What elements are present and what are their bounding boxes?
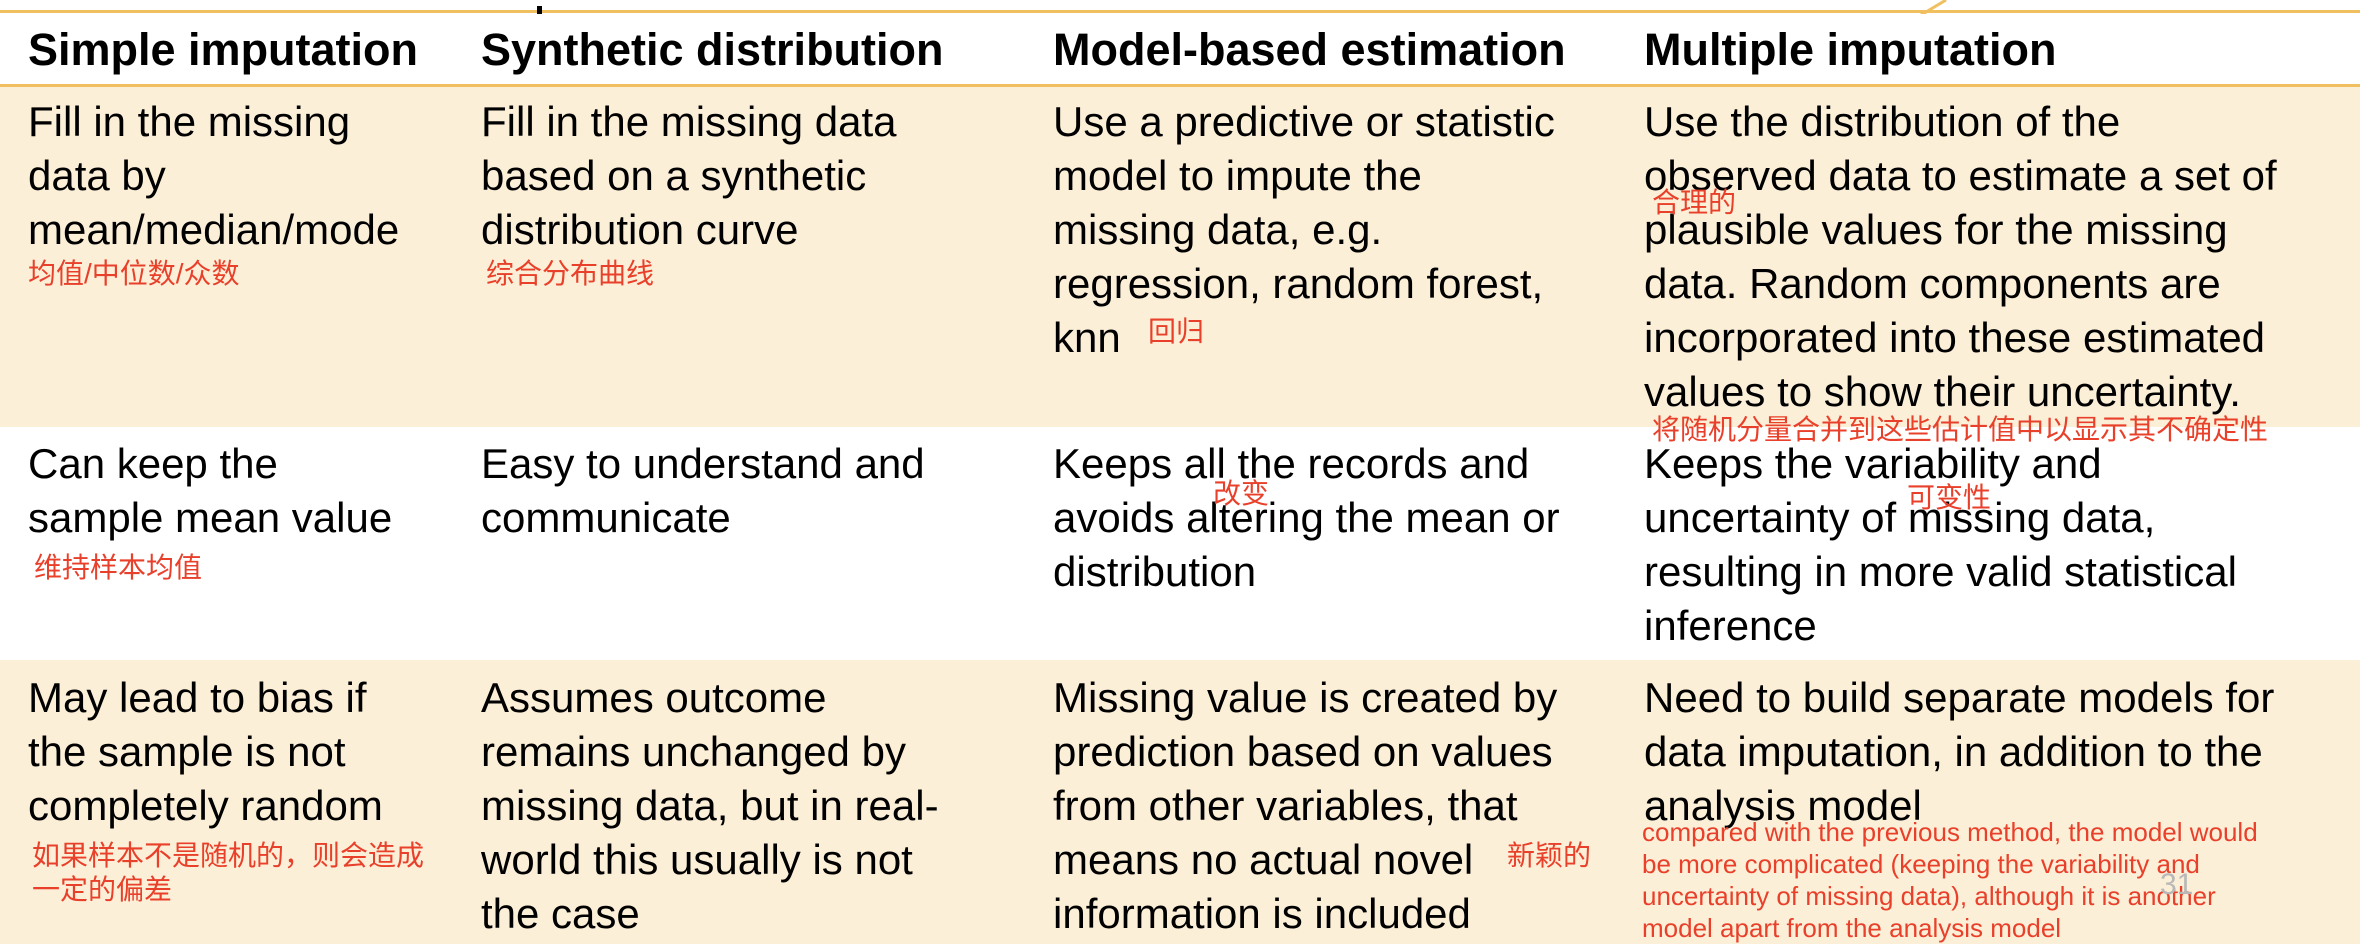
table-cell: May lead to bias if the sample is not co… [28, 674, 383, 829]
annotation-regression: 回归 [1148, 316, 1205, 347]
table-cell: Assumes outcome remains unchanged by mis… [481, 674, 939, 937]
column-header-synthetic-distribution: Synthetic distribution [481, 24, 944, 75]
table-cell: Missing value is created by prediction b… [1053, 674, 1558, 937]
header-row [0, 14, 2360, 87]
table-cell: Keeps all the records and avoids alterin… [1053, 440, 1560, 595]
annotation-variability: 可变性 [1907, 482, 1992, 513]
column-header-multiple-imputation: Multiple imputation [1644, 24, 2057, 75]
table-cell: Use a predictive or statistic model to i… [1053, 98, 1555, 361]
column-header-model-based-estimation: Model-based estimation [1053, 24, 1566, 75]
annotation-bias-note: 如果样本不是随机的，则会造成 一定的偏差 [32, 840, 425, 905]
top-accent-line [0, 10, 2360, 13]
table-cell: Need to build separate models for data i… [1644, 674, 2275, 829]
table-cell: Keeps the variability and uncertainty of… [1644, 440, 2237, 649]
table-cell: Fill in the missing data by mean/median/… [28, 98, 400, 253]
column-header-simple-imputation: Simple imputation [28, 24, 419, 75]
table-cell: Use the distribution of the observed dat… [1644, 98, 2277, 415]
table-row-description [0, 87, 2360, 427]
table-row-advantages [0, 427, 2360, 660]
table-cell: Fill in the missing data based on a synt… [481, 98, 897, 253]
annotation-comparison-note: compared with the previous method, the m… [1642, 817, 2258, 943]
table-row-disadvantages [0, 660, 2360, 944]
table-cell: Can keep the sample mean value [28, 440, 393, 541]
page-number: 31 [2160, 868, 2194, 901]
annotation-novel: 新颖的 [1507, 840, 1592, 871]
table-cell: Easy to understand and communicate [481, 440, 925, 541]
annotation-altering: 改变 [1213, 478, 1270, 509]
annotation-keep-sample-mean: 维持样本均值 [34, 552, 203, 583]
annotation-synthetic-curve: 综合分布曲线 [486, 258, 655, 289]
annotation-mean-median-mode: 均值/中位数/众数 [28, 258, 240, 289]
annotation-plausible: 合理的 [1652, 187, 1737, 218]
annotation-random-components: 将随机分量合并到这些估计值中以显示其不确定性 [1652, 414, 2269, 445]
cursor-mark [537, 6, 542, 17]
